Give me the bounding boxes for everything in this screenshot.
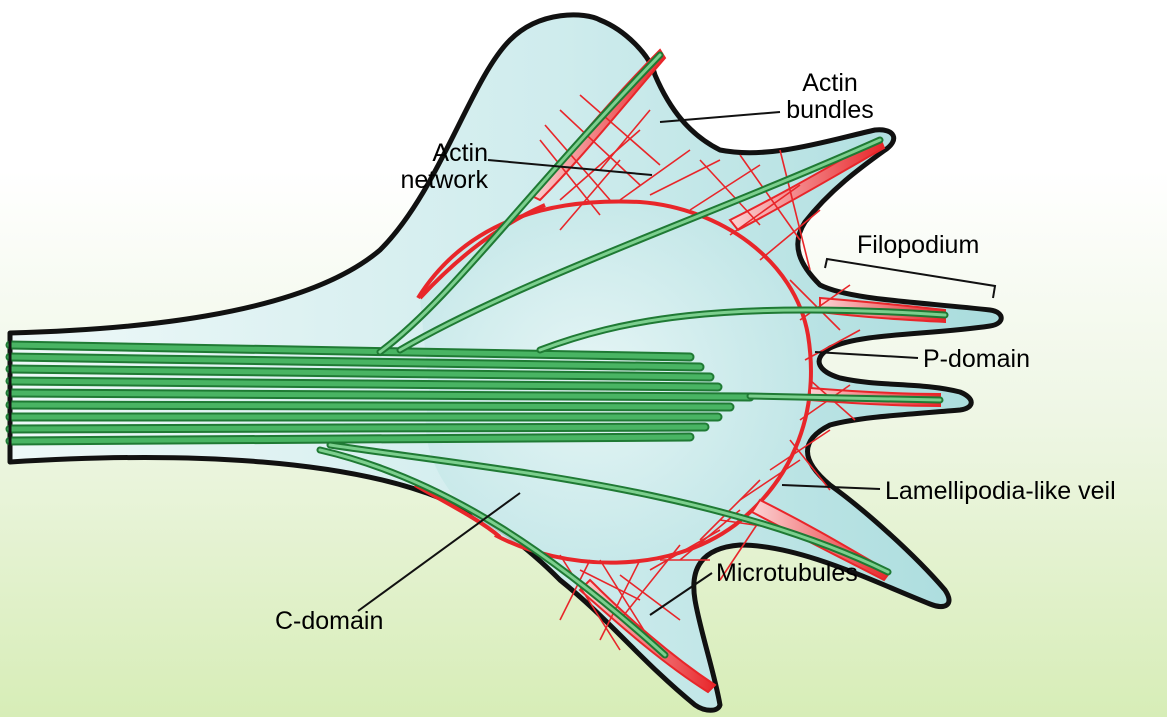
label-c-domain: C-domain [275,608,383,635]
leader-c-domain [358,493,520,611]
label-actin-network: Actin network [380,140,488,194]
label-actin-bundles-line2: bundles [765,97,895,124]
label-p-domain: P-domain [923,346,1030,373]
label-actin-bundles: Actin bundles [765,70,895,124]
label-actin-network-line1: Actin [380,140,488,167]
label-actin-network-line2: network [380,167,488,194]
label-actin-bundles-line1: Actin [765,70,895,97]
leader-p-domain [815,352,918,358]
label-filopodium: Filopodium [857,232,979,259]
label-lamellipodia-veil: Lamellipodia-like veil [885,478,1116,505]
label-microtubules: Microtubules [716,560,858,587]
